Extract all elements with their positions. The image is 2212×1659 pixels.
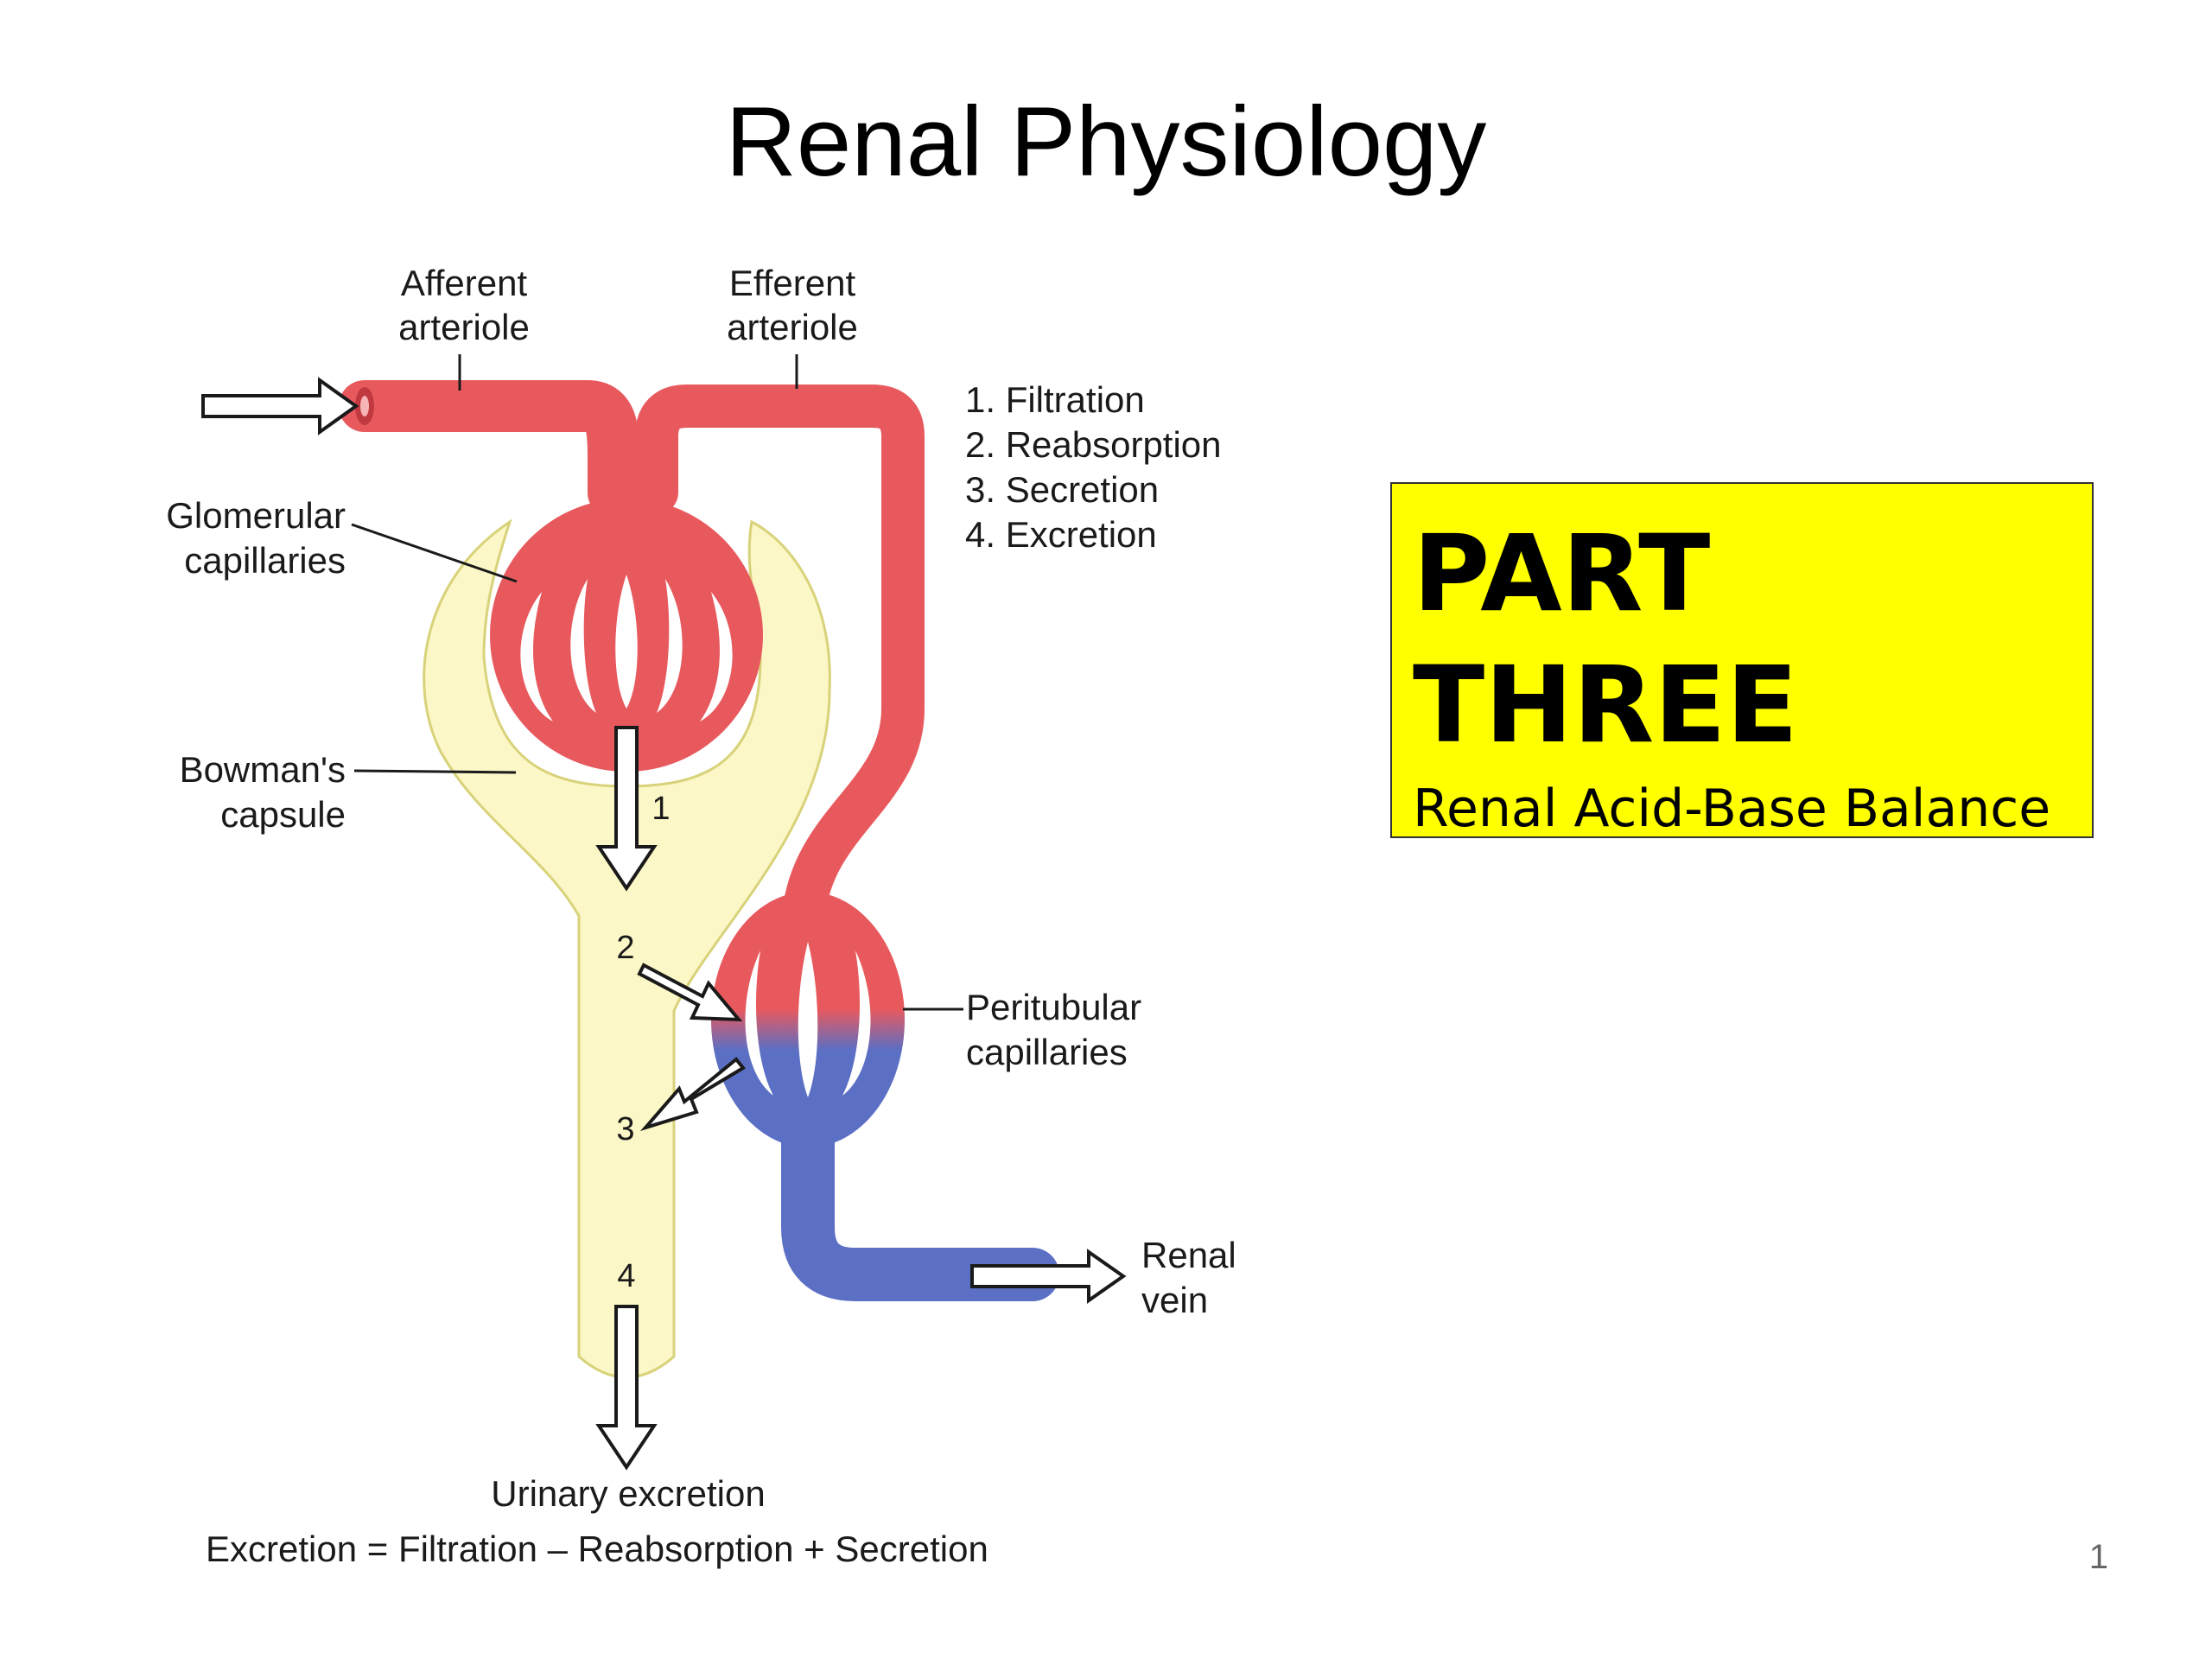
afferent-label-line2: arteriole (398, 307, 530, 347)
glomerular-loop (570, 579, 596, 713)
step-marker-1: 1 (652, 791, 670, 827)
glomerular-loop (615, 575, 638, 709)
callout-three: THREE (1413, 644, 1798, 766)
glomerular-loop (657, 579, 683, 713)
peritubular-label-line1: Peritubular (966, 987, 1141, 1027)
afferent-arteriole (339, 380, 639, 518)
flow-arrows (201, 377, 1127, 1471)
slide-title: Renal Physiology (725, 87, 1487, 197)
peritubular-network (711, 892, 1059, 1301)
glomerular-loop (520, 592, 553, 721)
inflow-arrow (201, 377, 359, 435)
peritubular-loop (745, 950, 773, 1096)
renal-vein-arrow (970, 1249, 1127, 1304)
leader-lines (351, 354, 963, 1011)
glomerulus (490, 499, 763, 772)
process-list-item: 4. Excretion (965, 514, 1157, 555)
excretion-arrow (595, 1305, 658, 1471)
secretion-arrow (639, 1057, 746, 1131)
bowman-leader (353, 769, 517, 774)
bowmans-capsule-tubule (423, 518, 831, 1379)
step-marker-3: 3 (616, 1111, 634, 1147)
efferent-label-line2: arteriole (727, 307, 858, 347)
process-list-item: 3. Secretion (965, 469, 1159, 510)
arterial-vessels (339, 380, 925, 955)
renal-vein-label-line2: vein (1141, 1280, 1208, 1320)
bowman-label-line1: Bowman's (180, 749, 346, 790)
process-list-item: 1. Filtration (965, 379, 1145, 420)
page-number: 1 (2088, 1538, 2108, 1576)
part-three-callout: PART THREE Renal Acid-Base Balance (1390, 482, 2094, 839)
efferent-arteriole (635, 385, 925, 955)
urinary-excretion-label: Urinary excretion (491, 1473, 765, 1514)
reabsorption-arrow (637, 963, 743, 1022)
excretion-equation: Excretion = Filtration – Reabsorption + … (206, 1529, 988, 1569)
glomerular-loop (700, 592, 733, 721)
callout-part: PART (1413, 512, 1711, 635)
filtration-arrow (595, 726, 658, 892)
process-list-item: 2. Reabsorption (965, 424, 1222, 465)
callout-subtitle: Renal Acid-Base Balance (1413, 779, 2051, 839)
bowman-label-line2: capsule (220, 794, 346, 835)
diagram-labels: Afferent arteriole Efferent arteriole Gl… (166, 263, 1236, 1569)
efferent-label-line1: Efferent (729, 263, 856, 303)
glomerular-label-line2: capillaries (184, 540, 346, 581)
peritubular-loop (842, 950, 871, 1096)
tubule-body (423, 518, 831, 1379)
glomerular-label-line1: Glomerular (166, 495, 346, 536)
renal-vein-vessel (781, 1088, 1059, 1301)
afferent-label-line1: Afferent (401, 263, 528, 303)
glomerular-leader (351, 523, 518, 583)
peritubular-label-line2: capillaries (966, 1032, 1128, 1072)
peritubular-loop (798, 942, 818, 1097)
renal-vein-label-line1: Renal (1141, 1235, 1236, 1275)
step-marker-2: 2 (616, 930, 634, 966)
step-marker-4: 4 (617, 1258, 635, 1294)
